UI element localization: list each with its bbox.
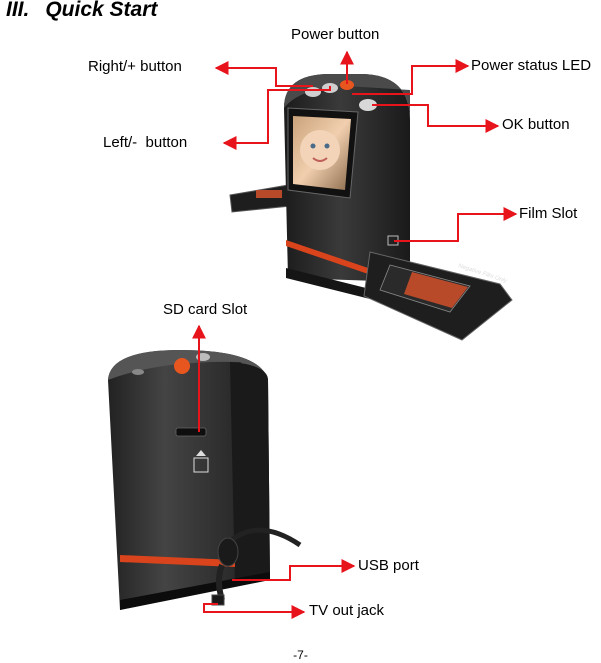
scanner-back-view [108, 350, 302, 610]
label-power-button: Power button [291, 26, 380, 43]
label-right-plus-button: Right/+ button [88, 58, 182, 75]
label-tv-out-jack: TV out jack [309, 602, 385, 619]
label-power-status-led: Power status LED [471, 57, 592, 74]
label-ok-button: OK button [502, 116, 570, 133]
ok-button-shape [359, 99, 377, 111]
usb-connector [217, 537, 239, 567]
lcd-photo-face [300, 130, 340, 170]
callout-lines [192, 50, 518, 619]
callout-left-minus-button [222, 86, 331, 150]
back-power-button-shape [174, 358, 190, 374]
section-title: Quick Start [45, 0, 158, 21]
callout-power-status-led [352, 59, 470, 95]
label-left-minus-button: Left/- button [103, 134, 188, 151]
section-number: III. [6, 0, 30, 21]
left-film-frame [256, 190, 282, 198]
scanner-front-view: Negative Film Only [229, 74, 513, 341]
label-film-slot: Film Slot [519, 205, 578, 222]
callout-tv-out-jack [203, 603, 306, 619]
power-button-shape [340, 80, 354, 90]
back-top [108, 350, 268, 380]
scanner-base [286, 268, 374, 300]
right-plus-button-shape [305, 87, 321, 97]
label-usb-port: USB port [358, 557, 419, 574]
sd-card-slot-shape [175, 427, 207, 437]
sd-card-icon [193, 457, 209, 473]
callout-film-slot [394, 207, 518, 242]
scanner-top [284, 74, 410, 120]
callout-usb-port [232, 559, 356, 581]
page-number: -7- [293, 648, 308, 662]
back-accent-stripe [120, 555, 235, 567]
accent-stripe [286, 240, 374, 276]
label-sd-card-slot: SD card Slot [163, 301, 248, 318]
usb-cable [230, 527, 302, 548]
callout-ok-button [372, 104, 500, 133]
film-negative [404, 272, 468, 308]
section-heading: III. Quick Start [6, 0, 157, 22]
callout-right-plus-button [214, 61, 313, 87]
